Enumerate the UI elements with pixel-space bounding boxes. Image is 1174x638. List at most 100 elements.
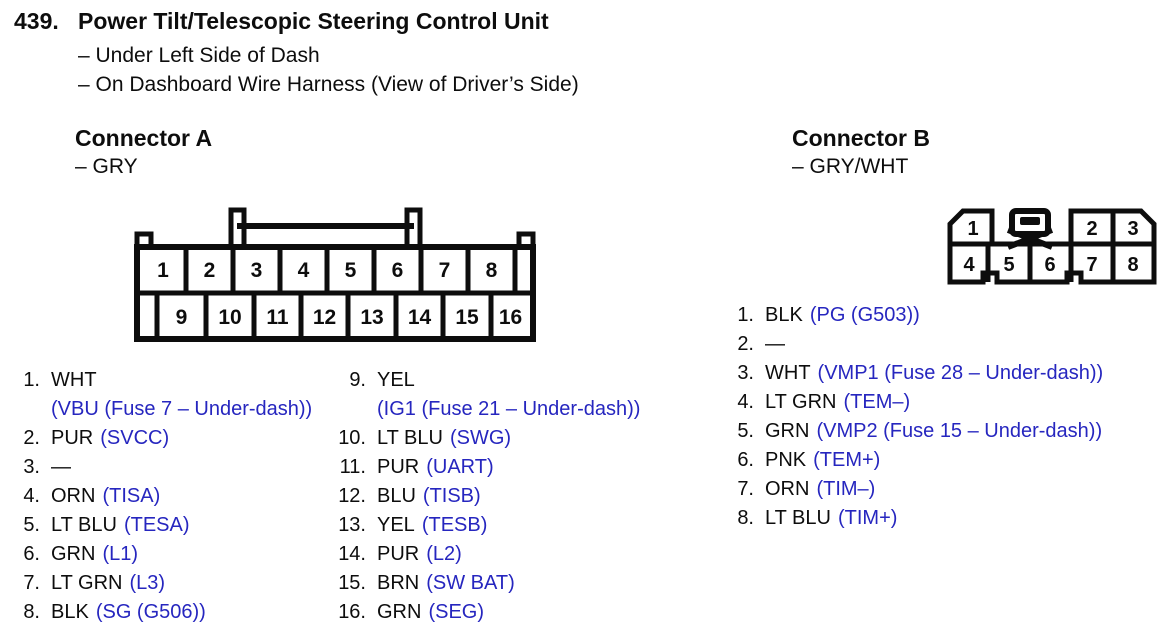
pin-cell-number: 2 bbox=[204, 259, 216, 282]
connector-a-latch-bar bbox=[237, 223, 414, 229]
wire-color: YEL bbox=[377, 514, 415, 536]
wire-color: WHT bbox=[765, 362, 811, 384]
signal-name: (TISA) bbox=[102, 485, 161, 507]
signal-name: (L3) bbox=[129, 572, 166, 594]
wire-color: GRN bbox=[377, 601, 422, 623]
wire-color: LT GRN bbox=[51, 572, 123, 594]
pin-cell-number: 6 bbox=[1044, 254, 1055, 276]
pin-row: 9. YEL bbox=[335, 366, 640, 395]
pin-number: 1. bbox=[23, 369, 40, 391]
pin-cell-number: 1 bbox=[157, 259, 169, 282]
pin-cell-number: 12 bbox=[313, 306, 336, 329]
signal-name: (IG1 (Fuse 21 – Under-dash)) bbox=[377, 398, 641, 420]
pin-row: 10. LT BLU (SWG) bbox=[335, 424, 640, 453]
pin-row: 6. GRN (L1) bbox=[17, 540, 312, 569]
pin-number: 6. bbox=[737, 449, 754, 471]
signal-name: (L1) bbox=[102, 543, 139, 565]
wire-color: ORN bbox=[51, 485, 96, 507]
pin-row: 6. PNK (TEM+) bbox=[733, 446, 1103, 475]
pin-cell-number: 15 bbox=[455, 306, 479, 329]
signal-name: (TEM–) bbox=[843, 391, 911, 413]
connector-b-pin-list: 1. BLK (PG (G503)) 2. — 3. WHT (VMP1 (Fu… bbox=[733, 301, 1103, 533]
wire-color: LT GRN bbox=[765, 391, 837, 413]
page-title: Power Tilt/Telescopic Steering Control U… bbox=[78, 8, 549, 34]
connector-b-cell-3 bbox=[1110, 208, 1157, 247]
signal-name: (SVCC) bbox=[100, 427, 170, 449]
pin-row-continuation: (VBU (Fuse 7 – Under-dash)) bbox=[17, 395, 312, 424]
connector-a-color: – GRY bbox=[75, 155, 138, 178]
pin-number: 3. bbox=[737, 362, 754, 384]
pin-number: 5. bbox=[23, 514, 40, 536]
page-title-row: 439. Power Tilt/Telescopic Steering Cont… bbox=[14, 8, 549, 35]
pin-row: 11. PUR (UART) bbox=[335, 453, 640, 482]
wire-color: PUR bbox=[377, 456, 420, 478]
pin-cell-number: 1 bbox=[967, 218, 978, 240]
pin-row: 12. BLU (TISB) bbox=[335, 482, 640, 511]
pin-row: 1. WHT bbox=[17, 366, 312, 395]
connector-a-outline bbox=[134, 207, 536, 342]
connector-b-heading: Connector B bbox=[792, 125, 930, 151]
wire-color: PUR bbox=[51, 427, 94, 449]
pin-number: 8. bbox=[737, 507, 754, 529]
pin-cell-number: 7 bbox=[1086, 254, 1097, 276]
pin-row: 1. BLK (PG (G503)) bbox=[733, 301, 1103, 330]
pin-number: 16. bbox=[338, 601, 366, 623]
wire-color: LT BLU bbox=[51, 514, 117, 536]
pin-number: 12. bbox=[338, 485, 366, 507]
wire-color: PNK bbox=[765, 449, 807, 471]
pin-cell-number: 6 bbox=[392, 259, 404, 282]
pin-cell-number: 9 bbox=[176, 306, 188, 329]
pin-number: 5. bbox=[737, 420, 754, 442]
pin-row: 2. — bbox=[733, 330, 1103, 359]
wire-color: YEL bbox=[377, 369, 415, 391]
pin-number: 4. bbox=[737, 391, 754, 413]
connector-a-pin-list-left: 1. WHT (VBU (Fuse 7 – Under-dash)) 2. PU… bbox=[17, 366, 312, 627]
pin-number: 3. bbox=[23, 456, 40, 478]
pin-cell-number: 8 bbox=[1127, 254, 1138, 276]
location-line: – Under Left Side of Dash bbox=[78, 44, 320, 67]
pin-row: 8. BLK (SG (G506)) bbox=[17, 598, 312, 627]
connector-b-pin-numbers: 1 2 3 4 5 6 7 8 bbox=[963, 218, 1138, 276]
pin-cell-number: 3 bbox=[1127, 218, 1138, 240]
location-notes: – Under Left Side of Dash – On Dashboard… bbox=[78, 41, 579, 99]
pin-row: 7. LT GRN (L3) bbox=[17, 569, 312, 598]
pin-row: 14. PUR (L2) bbox=[335, 540, 640, 569]
pin-cell-number: 4 bbox=[298, 259, 310, 282]
signal-name: (SW BAT) bbox=[426, 572, 515, 594]
pin-row: 4. LT GRN (TEM–) bbox=[733, 388, 1103, 417]
pin-number: 13. bbox=[338, 514, 366, 536]
signal-name: (VMP2 (Fuse 15 – Under-dash)) bbox=[816, 420, 1103, 442]
pin-cell-number: 11 bbox=[266, 306, 289, 329]
connector-b-lower-body bbox=[947, 241, 1157, 285]
pin-number: 11. bbox=[339, 456, 366, 478]
pin-row: 5. LT BLU (TESA) bbox=[17, 511, 312, 540]
pin-cell-number: 3 bbox=[251, 259, 263, 282]
pin-cell-number: 16 bbox=[499, 306, 522, 329]
wire-color: WHT bbox=[51, 369, 97, 391]
pin-number: 7. bbox=[737, 478, 754, 500]
wire-color: PUR bbox=[377, 543, 420, 565]
pin-row-continuation: (IG1 (Fuse 21 – Under-dash)) bbox=[335, 395, 640, 424]
connector-b-cell-2 bbox=[1068, 208, 1116, 247]
pin-row: 3. — bbox=[17, 453, 312, 482]
pin-number: 6. bbox=[23, 543, 40, 565]
pin-cell-number: 7 bbox=[439, 259, 451, 282]
pin-number: 2. bbox=[737, 333, 754, 355]
pin-number: 10. bbox=[338, 427, 366, 449]
connector-b-color: – GRY/WHT bbox=[792, 155, 909, 178]
pin-row: 4. ORN (TISA) bbox=[17, 482, 312, 511]
pin-number: 14. bbox=[338, 543, 366, 565]
wire-color: BLK bbox=[765, 304, 803, 326]
signal-name: (SWG) bbox=[449, 427, 512, 449]
signal-name: (VMP1 (Fuse 28 – Under-dash)) bbox=[817, 362, 1104, 384]
signal-name: (TIM+) bbox=[837, 507, 898, 529]
signal-name: (TISB) bbox=[422, 485, 481, 507]
section-number: 439. bbox=[14, 8, 59, 34]
connector-b-cell-1 bbox=[947, 208, 995, 247]
signal-name: (TEM+) bbox=[813, 449, 881, 471]
signal-name: (UART) bbox=[426, 456, 494, 478]
pin-cell-number: 4 bbox=[963, 254, 975, 276]
pin-cell-number: 5 bbox=[345, 259, 357, 282]
wire-color: BRN bbox=[377, 572, 420, 594]
